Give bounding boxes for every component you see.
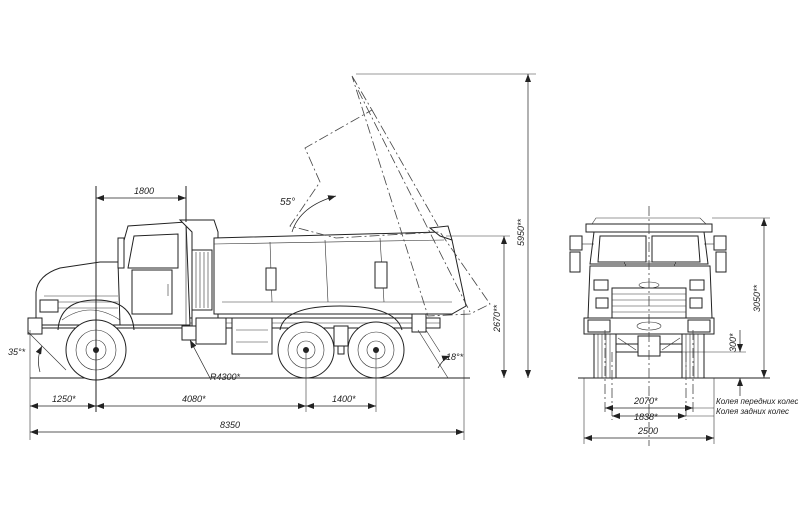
front-view: 3050** 300* 2070* Колея передних колес 1… xyxy=(569,206,798,446)
dim-ground-clearance: 300* xyxy=(728,333,738,352)
dim-front-overhang: 1250* xyxy=(52,394,76,404)
dim-body-height: 2670** xyxy=(492,304,502,333)
truck-hood xyxy=(27,261,125,335)
dim-tipped-height: 5950** xyxy=(516,218,526,246)
dim-cab: 1800 xyxy=(134,186,154,196)
truck-cab xyxy=(117,221,191,326)
dim-approach-angle: 35°* xyxy=(8,347,26,357)
front-hood-grille xyxy=(587,265,713,319)
dim-front-track: 2070* xyxy=(633,396,658,406)
dim-rear-bogie: 1400* xyxy=(332,394,356,404)
dim-wheelbase: 4080* xyxy=(182,394,206,404)
side-view: 1800 55° 5950** 2670** 35°* 18°* R4300* … xyxy=(8,73,536,440)
dim-turn-radius: R4300* xyxy=(210,372,241,382)
front-mirrors xyxy=(569,235,727,273)
side-equipment xyxy=(181,317,273,355)
dim-front-total-width: 2500 xyxy=(637,426,658,436)
dump-body-lowered xyxy=(213,225,467,315)
dim-departure-angle: 18°* xyxy=(446,352,464,362)
rear-mudguard xyxy=(279,305,403,331)
rear-light xyxy=(411,313,441,353)
dim-rear-track: 1838* xyxy=(634,412,658,422)
label-front-track: Колея передних колес xyxy=(716,397,798,406)
dim-total-length: 8350 xyxy=(220,420,240,430)
dim-tipper-angle: 55° xyxy=(280,197,295,208)
rear-suspension xyxy=(333,325,349,355)
dim-front-total-height: 3050** xyxy=(752,284,762,312)
cab-guard xyxy=(178,219,219,341)
label-rear-track: Колея задних колес xyxy=(716,407,789,416)
dump-body-tipped xyxy=(289,75,491,317)
